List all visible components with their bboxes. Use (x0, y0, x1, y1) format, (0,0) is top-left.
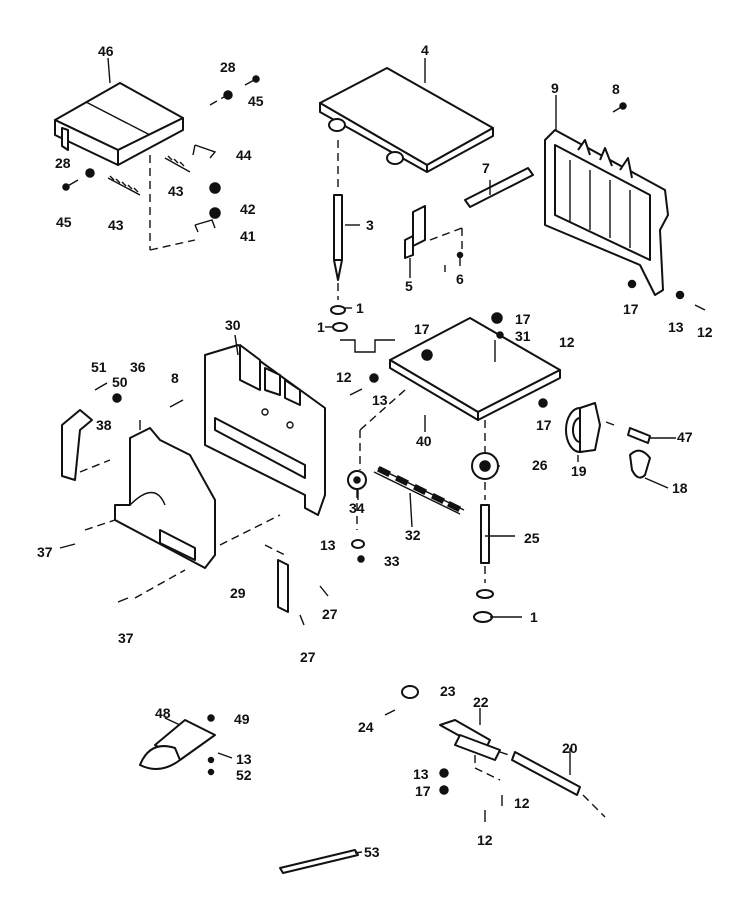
callout-17: 17 (414, 321, 430, 337)
callout-17: 17 (536, 417, 552, 433)
part-38-bracket (61, 382, 184, 481)
callout-labels: 46 28 45 28 44 43 42 45 43 41 4 3 7 5 6 … (37, 42, 713, 860)
callout-48: 48 (155, 705, 171, 721)
callout-19: 19 (571, 463, 587, 479)
pulley-belt-parts (565, 402, 651, 479)
callout-46: 46 (98, 43, 114, 59)
callout-12: 12 (514, 795, 530, 811)
screws-37 (59, 543, 129, 603)
callout-12: 12 (559, 334, 575, 350)
callout-52: 52 (236, 767, 252, 783)
callout-12: 12 (697, 324, 713, 340)
callout-37: 37 (37, 544, 53, 560)
part-3-shaft (333, 194, 343, 300)
part-5-bracket (404, 205, 464, 272)
callout-17: 17 (415, 783, 431, 799)
callout-13: 13 (320, 537, 336, 553)
callout-30: 30 (225, 317, 241, 333)
washers-1-upper (330, 305, 395, 353)
callout-13: 13 (236, 751, 252, 767)
small-hardware-upper-left (62, 75, 260, 251)
callout-24: 24 (358, 719, 374, 735)
callout-8: 8 (612, 81, 620, 97)
part-48-chute (139, 714, 216, 776)
callout-32: 32 (405, 527, 421, 543)
callout-40: 40 (416, 433, 432, 449)
callout-33: 33 (384, 553, 400, 569)
callout-42: 42 (240, 201, 256, 217)
callout-28: 28 (220, 59, 236, 75)
callout-27: 27 (300, 649, 316, 665)
callout-23: 23 (440, 683, 456, 699)
part-40-base-plate (349, 312, 561, 470)
callout-1: 1 (356, 300, 364, 316)
callout-37: 37 (118, 630, 134, 646)
part-9-side-frame (544, 102, 706, 311)
callout-17: 17 (623, 301, 639, 317)
part-46-cover (54, 82, 184, 166)
callout-51: 51 (91, 359, 107, 375)
part-7-rod (464, 167, 534, 208)
callout-7: 7 (482, 160, 490, 176)
callout-22: 22 (473, 694, 489, 710)
callout-38: 38 (96, 417, 112, 433)
callout-3: 3 (366, 217, 374, 233)
callout-18: 18 (672, 480, 688, 496)
callout-13: 13 (413, 766, 429, 782)
leader-lines (107, 57, 676, 854)
callout-9: 9 (551, 80, 559, 96)
callout-44: 44 (236, 147, 252, 163)
callout-53: 53 (364, 844, 380, 860)
callout-50: 50 (112, 374, 128, 390)
callout-17: 17 (515, 311, 531, 327)
callout-36: 36 (130, 359, 146, 375)
callout-31: 31 (515, 328, 531, 344)
part-36-side-frame (84, 427, 281, 599)
callout-13: 13 (372, 392, 388, 408)
callout-6: 6 (456, 271, 464, 287)
callout-27: 27 (322, 606, 338, 622)
callout-47: 47 (677, 429, 693, 445)
callout-1: 1 (317, 319, 325, 335)
part-53-blade-tool (279, 849, 359, 874)
callout-43: 43 (108, 217, 124, 233)
callout-12: 12 (477, 832, 493, 848)
callout-43: 43 (168, 183, 184, 199)
callout-13: 13 (668, 319, 684, 335)
callout-20: 20 (562, 740, 578, 756)
crank-shaft-assembly (384, 685, 606, 822)
callout-28: 28 (55, 155, 71, 171)
callout-41: 41 (240, 228, 256, 244)
callout-25: 25 (524, 530, 540, 546)
callout-1: 1 (530, 609, 538, 625)
callout-29: 29 (230, 585, 246, 601)
callout-45: 45 (248, 93, 264, 109)
callout-5: 5 (405, 278, 413, 294)
callout-34: 34 (349, 500, 365, 516)
callout-12: 12 (336, 369, 352, 385)
part-29-bracket (264, 544, 329, 626)
sprocket-chain-assembly (347, 452, 499, 623)
callout-8: 8 (171, 370, 179, 386)
part-30-rear-frame (204, 344, 326, 516)
part-4-table (319, 67, 494, 190)
callout-49: 49 (234, 711, 250, 727)
callout-4: 4 (421, 42, 429, 58)
callout-45: 45 (56, 214, 72, 230)
callout-26: 26 (532, 457, 548, 473)
